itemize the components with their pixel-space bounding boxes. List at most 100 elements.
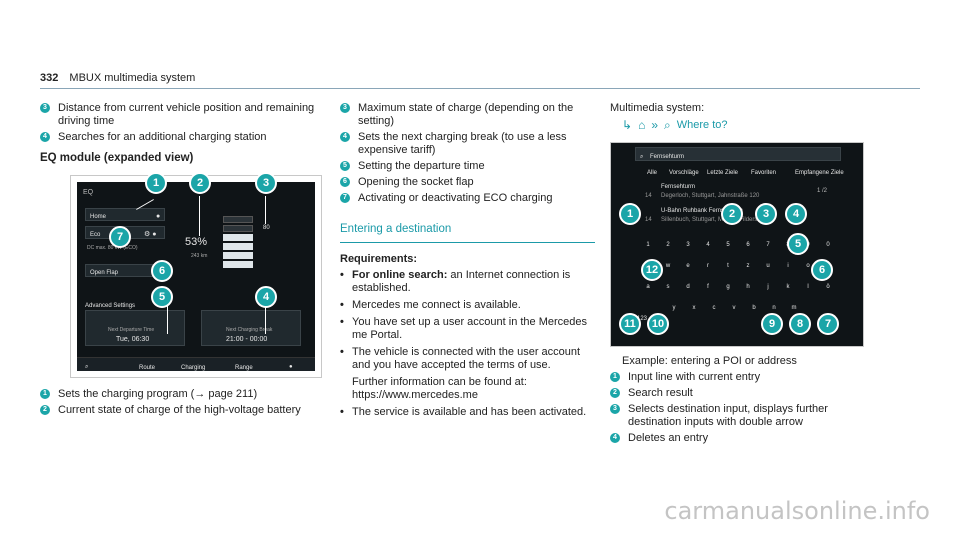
number-badge: 2 [40,405,50,415]
callout-badge: 8 [789,313,811,335]
keyboard-key[interactable]: g [726,284,730,290]
keyboard-key[interactable]: h [746,284,750,290]
keyboard-key[interactable]: k [786,284,790,290]
keyboard-key[interactable]: 5 [726,242,730,248]
result-row[interactable]: U-Bahn Ruhbank Fernsehturm 14 Sillenbuch… [645,205,845,225]
result-row[interactable]: Fernsehturm 14 Degerloch, Stuttgart, Jah… [645,181,845,201]
keyboard-key[interactable]: y [672,305,676,311]
tab-suggestions[interactable]: Vorschläge [669,170,699,176]
column-2: 3 Maximum state of charge (depending on … [340,102,595,423]
keyboard-key[interactable]: x [692,305,696,311]
section-title: Entering a destination [340,223,452,235]
battery-gauge [223,216,253,276]
keyboard-key[interactable]: t [727,263,729,269]
callout-line [265,294,266,334]
list-item-text: Input line with current entry [628,371,761,383]
charging-break-tile[interactable]: Next Charging Break 21:00 - 00:00 [201,310,301,346]
keyboard-key[interactable]: n [772,305,776,311]
tab-recent[interactable]: Letzte Ziele [707,170,739,176]
keyboard-row: 1234567890 [635,239,849,252]
column-3: Multimedia system: ↳ ⌂ » ⌕ Where to? ⌕ F… [610,102,870,448]
break-value: 21:00 - 00:00 [226,336,268,343]
list-item-text: Sets the charging program (→ page 211) [58,388,258,400]
number-badge: 7 [340,193,350,203]
eq-module-figure: EQ Home ● Eco ⚙ ● DC max. 80 kW (ECO) 53… [70,172,322,378]
callout-badge: 10 [647,313,669,335]
page-indicator: 1 /2 [817,188,828,194]
tab-range[interactable]: Range [235,365,253,371]
bullet-icon: • [340,346,344,358]
keyboard-key[interactable]: r [707,263,709,269]
mode-key[interactable]: 123 [637,316,648,322]
bullet-icon: • [340,316,344,328]
keyboard-key[interactable]: 4 [706,242,710,248]
tab-favorites[interactable]: Favoriten [751,170,777,176]
keyboard-key[interactable]: 3 [686,242,690,248]
list-item: 6 Opening the socket flap [340,176,595,189]
keyboard-key[interactable]: o [806,263,810,269]
callout-badge: 7 [817,313,839,335]
tab-charging[interactable]: Charging [181,365,206,371]
keyboard-key[interactable]: 7 [766,242,770,248]
departure-time-tile[interactable]: Next Departure Time Tue, 06:30 [85,310,185,346]
callout-badge: 2 [721,203,743,225]
keyboard-key[interactable]: z [746,263,750,269]
keyboard-key[interactable]: ö [826,284,830,290]
keyboard-key[interactable]: d [686,284,690,290]
callout-badge: 12 [641,259,663,281]
keyboard-key[interactable]: u [766,263,770,269]
keyboard-key[interactable]: 2 [666,242,670,248]
list-item: 2 Current state of charge of the high-vo… [40,404,320,417]
tab-received[interactable]: Empfangene Ziele [795,170,844,176]
number-badge: 3 [40,103,50,113]
callout-badge: 6 [811,259,833,281]
bullet-text: Mercedes me connect is available. [352,299,521,311]
list-item: • The service is available and has been … [340,406,595,419]
where-to-label: Where to? [676,119,728,131]
tab-route[interactable]: Route [139,365,156,371]
list-item: • For online search: an Internet connect… [340,269,595,295]
keyboard-key[interactable]: s [666,284,670,290]
list-item-text: Maximum state of charge (depending on th… [358,102,574,127]
list-item: 3 Distance from current vehicle position… [40,102,320,128]
settings-icon[interactable]: ● [289,364,293,370]
list-item-text: Searches for an additional charging stat… [58,131,267,143]
search-icon[interactable]: ⌕ [85,364,89,370]
keyboard-key[interactable]: c [712,305,716,311]
result-title: U-Bahn Ruhbank Fernsehturm [661,208,743,214]
keyboard-key[interactable]: e [686,263,690,269]
keyboard-key[interactable]: j [767,284,769,290]
keyboard-key[interactable]: f [707,284,709,290]
page-title: MBUX multimedia system [69,72,196,84]
number-badge: 4 [40,132,50,142]
keyboard-key[interactable]: m [791,305,797,311]
list-item: • Mercedes me connect is available. [340,299,595,312]
result-distance: 14 [645,193,652,199]
callout-badge: 3 [755,203,777,225]
keyboard-key[interactable]: 6 [746,242,750,248]
keyboard-key[interactable]: a [646,284,650,290]
number-badge: 3 [610,404,620,414]
number-badge: 4 [610,433,620,443]
list-item: 4 Sets the next charging break (to use a… [340,131,595,157]
callout-badge: 5 [151,286,173,308]
callout-badge: 5 [787,233,809,255]
keyboard-key[interactable]: v [732,305,736,311]
keyboard-key[interactable]: i [787,263,789,269]
home-program-button[interactable]: Home ● [85,208,165,221]
tab-all[interactable]: Alle [647,170,658,176]
search-input-value: Fernsehturm [650,154,685,160]
callout-badge: 6 [151,260,173,282]
keyboard-key[interactable]: l [807,284,809,290]
break-label: Next Charging Break [226,327,273,333]
list-item-text: Current state of charge of the high-volt… [58,404,301,416]
home-icon: ⌂ [638,118,646,132]
search-input[interactable]: ⌕ Fernsehturm [635,147,841,161]
list-item: 2 Search result [610,387,870,400]
keyboard-key[interactable]: 0 [826,242,830,248]
bottom-tab-bar: ⌕ Route Charging Range ● [77,357,315,371]
keyboard-key[interactable]: w [665,263,671,269]
keyboard-key[interactable]: 1 [646,242,650,248]
number-badge: 6 [340,177,350,187]
keyboard-key[interactable]: b [752,305,756,311]
